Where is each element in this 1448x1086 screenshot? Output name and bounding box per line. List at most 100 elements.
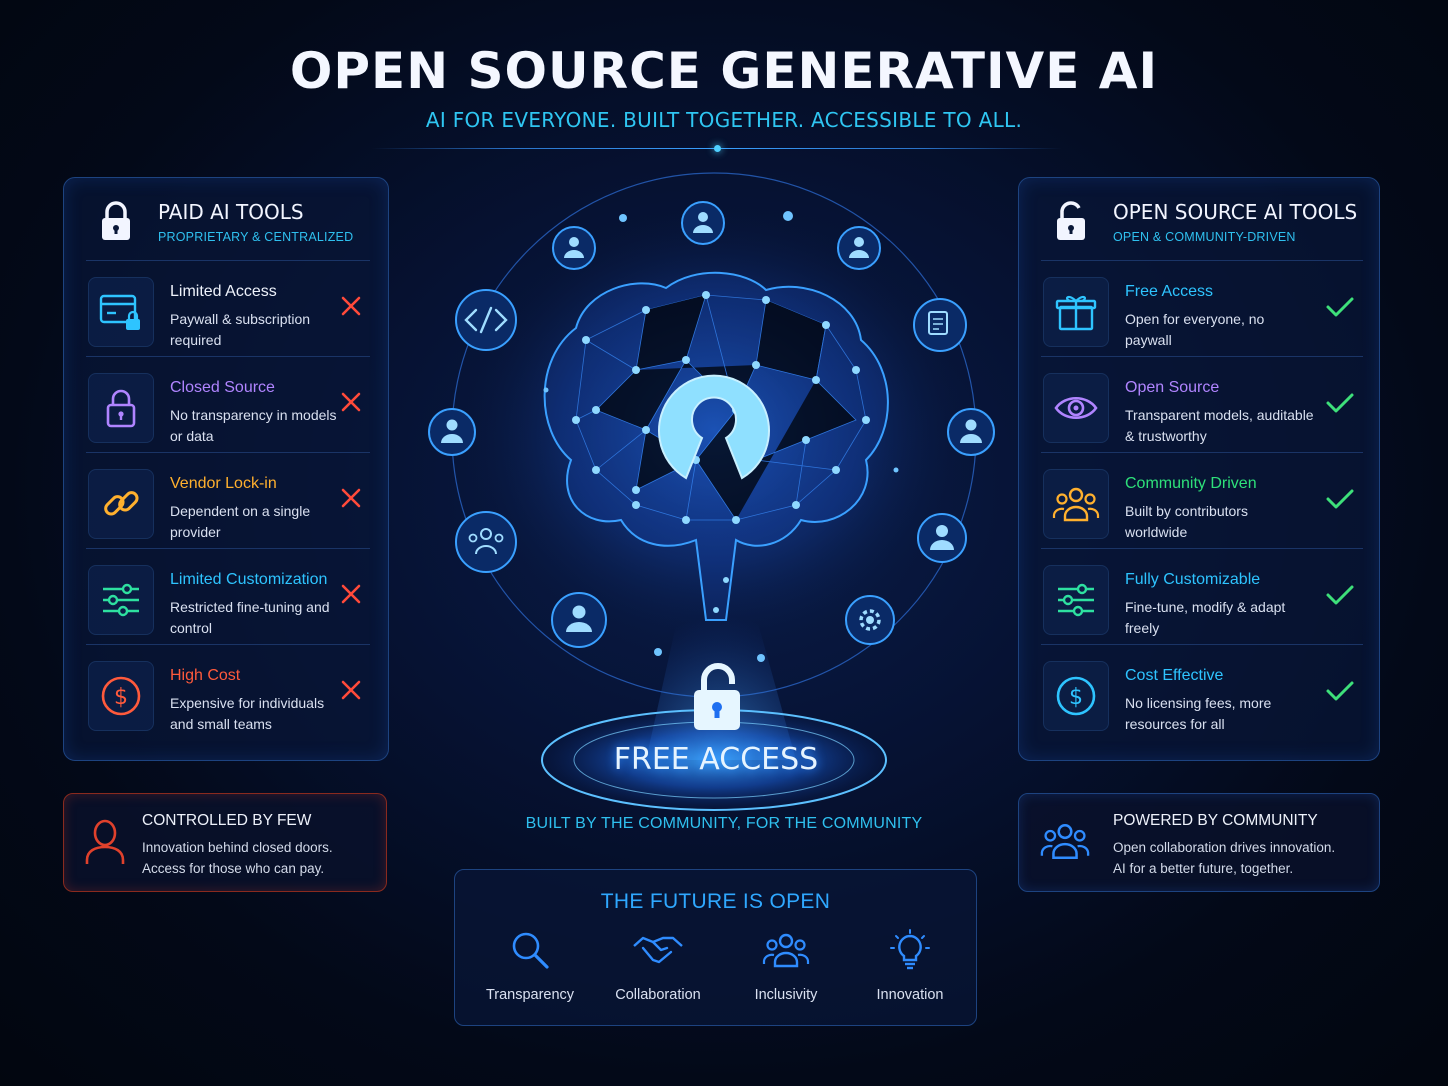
handshake-icon bbox=[631, 936, 685, 976]
brain-glow bbox=[464, 210, 964, 650]
value-label: Transparency bbox=[485, 987, 575, 1003]
list-item: Free Access Open for everyone, no paywal… bbox=[1041, 260, 1363, 356]
item-description: Open for everyone, no paywall bbox=[1125, 311, 1265, 348]
powered-by-community-note: POWERED BY COMMUNITY Open collaboration … bbox=[1018, 793, 1380, 892]
item-description: Paywall & subscription required bbox=[170, 311, 311, 348]
value-label: Collaboration bbox=[615, 987, 701, 1003]
list-item: Vendor Lock-in Dependent on a single pro… bbox=[86, 452, 370, 548]
page-title: OPEN SOURCE GENERATIVE AI bbox=[289, 42, 1159, 100]
value-collaboration: Collaboration bbox=[593, 928, 723, 1003]
future-title: THE FUTURE IS OPEN bbox=[600, 890, 831, 913]
item-title: Vendor Lock-in bbox=[170, 475, 277, 492]
free-access-label: FREE ACCESS bbox=[613, 742, 819, 777]
gear-icon bbox=[845, 595, 895, 645]
panel-header: PAID AI TOOLS PROPRIETARY & CENTRALIZED bbox=[64, 178, 388, 260]
list-item: Limited Customization Restricted fine-tu… bbox=[86, 548, 370, 644]
item-title: Cost Effective bbox=[1125, 667, 1224, 684]
lightbulb-icon bbox=[888, 929, 932, 976]
svg-text:$: $ bbox=[1069, 685, 1083, 710]
orbit-node bbox=[551, 592, 607, 648]
cross-icon bbox=[340, 391, 362, 418]
check-icon bbox=[1325, 487, 1355, 516]
page-subtitle: AI FOR EVERYONE. BUILT TOGETHER. ACCESSI… bbox=[425, 108, 1023, 132]
glowing-platform bbox=[542, 710, 886, 810]
controlled-by-few-note: CONTROLLED BY FEW Innovation behind clos… bbox=[63, 793, 387, 892]
padlock-icon bbox=[98, 200, 134, 247]
paid-ai-tools-panel: PAID AI TOOLS PROPRIETARY & CENTRALIZED … bbox=[63, 177, 389, 761]
orbit-node bbox=[681, 201, 725, 245]
item-title: High Cost bbox=[170, 667, 241, 684]
paywall-card-lock-icon bbox=[88, 277, 154, 347]
open-source-logo-icon bbox=[658, 374, 770, 480]
cross-icon bbox=[340, 295, 362, 322]
item-title: Open Source bbox=[1125, 379, 1220, 396]
item-title: Community Driven bbox=[1125, 475, 1257, 492]
value-innovation: Innovation bbox=[845, 928, 975, 1003]
people-group-icon bbox=[762, 933, 810, 976]
code-icon bbox=[455, 289, 517, 351]
svg-text:$: $ bbox=[114, 685, 128, 710]
item-title: Closed Source bbox=[170, 379, 275, 396]
note-title: CONTROLLED BY FEW bbox=[142, 812, 312, 829]
item-title: Free Access bbox=[1125, 283, 1214, 300]
unlocked-padlock-icon bbox=[1053, 200, 1089, 247]
item-description: Expensive for individuals and small team… bbox=[170, 695, 325, 732]
future-is-open-panel: THE FUTURE IS OPEN Transparency Collabor… bbox=[454, 869, 977, 1026]
note-title: POWERED BY COMMUNITY bbox=[1113, 812, 1318, 829]
orbit-node bbox=[837, 226, 881, 270]
panel-title: PAID AI TOOLS bbox=[158, 200, 304, 224]
dollar-coin-icon: $ bbox=[1043, 661, 1109, 731]
chain-link-icon bbox=[88, 469, 154, 539]
cross-icon bbox=[340, 487, 362, 514]
list-item: $ High Cost Expensive for individuals an… bbox=[86, 644, 370, 740]
panel-header: OPEN SOURCE AI TOOLS OPEN & COMMUNITY-DR… bbox=[1019, 178, 1379, 260]
item-title: Limited Access bbox=[170, 283, 277, 300]
orbit-node bbox=[917, 513, 967, 563]
value-label: Innovation bbox=[876, 987, 944, 1003]
list-item: Community Driven Built by contributors w… bbox=[1041, 452, 1363, 548]
item-description: Restricted fine-tuning and control bbox=[170, 599, 330, 636]
item-description: Dependent on a single provider bbox=[170, 503, 311, 540]
open-source-ai-tools-panel: OPEN SOURCE AI TOOLS OPEN & COMMUNITY-DR… bbox=[1018, 177, 1380, 761]
person-icon bbox=[84, 816, 126, 871]
padlock-icon bbox=[88, 373, 154, 443]
value-label: Inclusivity bbox=[754, 987, 818, 1003]
document-edit-icon bbox=[913, 298, 967, 352]
item-title: Fully Customizable bbox=[1125, 571, 1261, 588]
note-line: Open collaboration drives innovation. bbox=[1113, 840, 1336, 855]
list-item: Open Source Transparent models, auditabl… bbox=[1041, 356, 1363, 452]
check-icon bbox=[1325, 295, 1355, 324]
unlocked-padlock-icon bbox=[694, 663, 740, 730]
title-divider-dot bbox=[714, 145, 721, 152]
people-group-icon bbox=[1039, 820, 1091, 867]
value-transparency: Transparency bbox=[465, 928, 595, 1003]
check-icon bbox=[1325, 679, 1355, 708]
gift-icon bbox=[1043, 277, 1109, 347]
item-description: No transparency in models or data bbox=[170, 407, 337, 444]
item-description: Built by contributors worldwide bbox=[1125, 503, 1248, 540]
orbit-node bbox=[947, 408, 995, 456]
check-icon bbox=[1325, 583, 1355, 612]
value-inclusivity: Inclusivity bbox=[721, 928, 851, 1003]
note-line: Access for those who can pay. bbox=[142, 861, 325, 876]
orbit-node bbox=[552, 226, 596, 270]
sliders-icon bbox=[88, 565, 154, 635]
panel-title: OPEN SOURCE AI TOOLS bbox=[1113, 200, 1358, 224]
people-group-icon bbox=[1043, 469, 1109, 539]
sliders-icon bbox=[1043, 565, 1109, 635]
orbit-node bbox=[428, 408, 476, 456]
cross-icon bbox=[340, 679, 362, 706]
dollar-coin-icon: $ bbox=[88, 661, 154, 731]
panel-subtitle: PROPRIETARY & CENTRALIZED bbox=[158, 230, 354, 244]
item-description: Fine-tune, modify & adapt freely bbox=[1125, 599, 1286, 636]
list-item: $ Cost Effective No licensing fees, more… bbox=[1041, 644, 1363, 740]
network-brain-illustration bbox=[428, 172, 995, 811]
cross-icon bbox=[340, 583, 362, 610]
check-icon bbox=[1325, 391, 1355, 420]
panel-subtitle: OPEN & COMMUNITY-DRIVEN bbox=[1113, 230, 1296, 244]
magnifier-icon bbox=[508, 932, 552, 976]
item-description: Transparent models, auditable & trustwor… bbox=[1125, 407, 1314, 444]
note-line: AI for a better future, together. bbox=[1113, 861, 1294, 876]
sparkle-dots bbox=[543, 211, 899, 662]
community-tagline: BUILT BY THE COMMUNITY, FOR THE COMMUNIT… bbox=[525, 815, 923, 832]
